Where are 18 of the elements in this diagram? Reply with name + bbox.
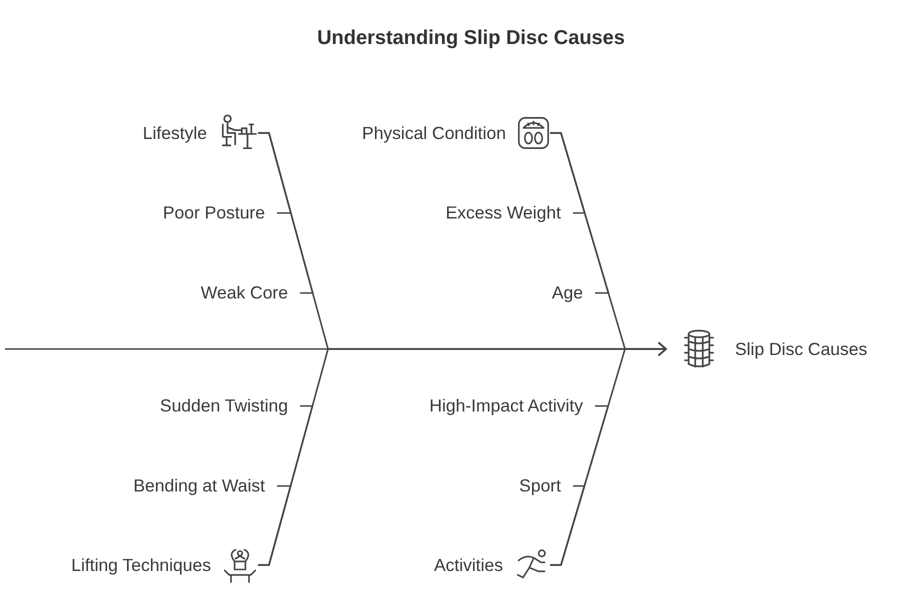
branch-line	[258, 485, 292, 566]
cause-label: High-Impact Activity	[429, 396, 583, 416]
category-label: Lifestyle	[142, 122, 207, 144]
effect-label: Slip Disc Causes	[735, 338, 868, 360]
cause-label: Excess Weight	[446, 202, 561, 224]
category-label: Activities	[434, 554, 503, 576]
branch-line	[550, 485, 586, 566]
category-label: Physical Condition	[362, 122, 506, 144]
category-label: Lifting Techniques	[71, 554, 211, 576]
branch-line	[258, 132, 314, 294]
diagram-title: Understanding Slip Disc Causes	[317, 27, 625, 50]
cause-label: Poor Posture	[162, 202, 265, 224]
branch-line	[550, 132, 610, 294]
cause-label: Age	[552, 282, 583, 304]
cause-label: Sudden Twisting	[160, 396, 288, 416]
cause-label: Bending at Waist	[133, 476, 265, 496]
cause-label: Weak Core	[200, 282, 288, 304]
cause-label: Sport	[519, 476, 561, 496]
